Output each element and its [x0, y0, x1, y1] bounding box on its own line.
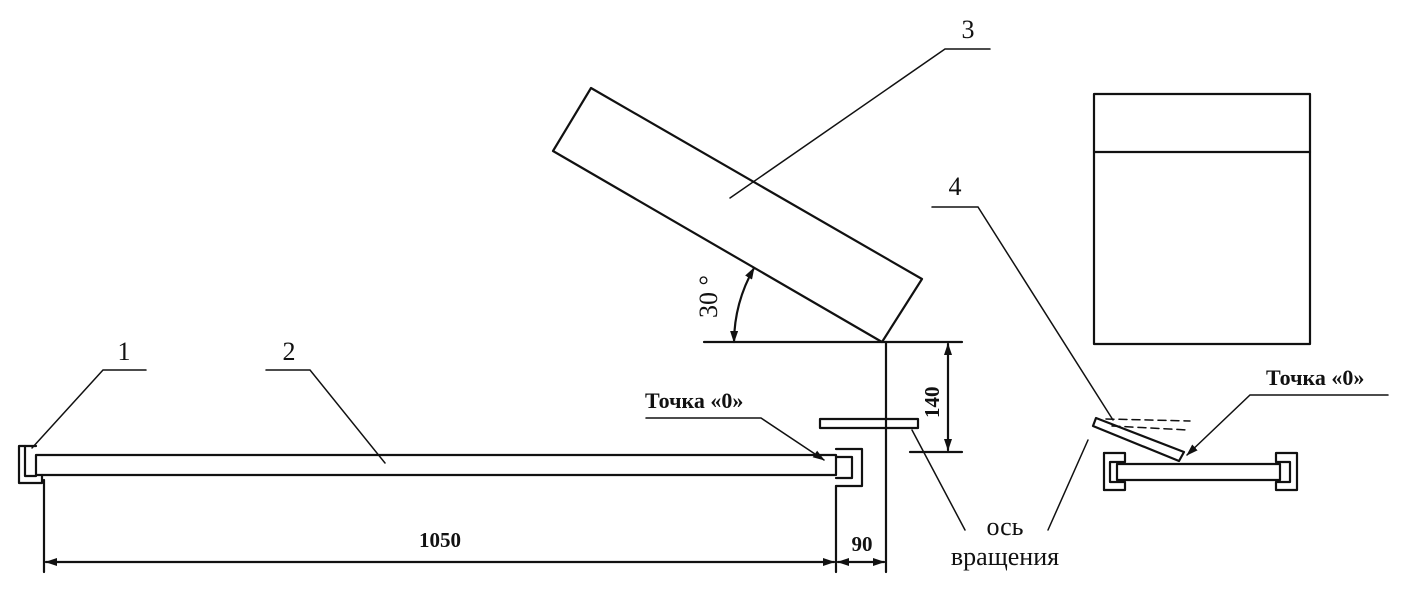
small-base-bar — [1115, 462, 1282, 482]
left-end-support-inner — [23, 444, 38, 478]
small-base-left-clamp — [1102, 451, 1127, 492]
right-assembly — [1091, 92, 1312, 492]
base-bar-assembly — [17, 444, 864, 488]
dimension-90-label: 90 — [852, 532, 873, 556]
axis-leader-left — [911, 429, 966, 531]
point-zero-right-leader — [1186, 394, 1389, 456]
rotation-plate — [818, 417, 920, 430]
callout-1-label: 1 — [118, 337, 131, 366]
axis-label-line2: вращения — [951, 542, 1059, 571]
tilted-block — [551, 86, 924, 344]
callout-3-leader — [729, 48, 991, 199]
small-base-right-clamp — [1274, 451, 1299, 492]
right-end-support — [834, 447, 864, 488]
lever-dashed-position-2 — [1111, 425, 1189, 431]
left-end-support — [17, 444, 44, 485]
right-end-support-inner — [834, 455, 854, 480]
callout-2-label: 2 — [283, 337, 296, 366]
dimension-140-label: 140 — [920, 387, 944, 419]
angle-arc — [730, 266, 756, 344]
callout-4-label: 4 — [949, 172, 962, 201]
upper-box — [1092, 92, 1312, 346]
axis-leader-right — [1047, 439, 1089, 531]
point-zero-left-leader — [645, 417, 825, 461]
base-bar — [34, 453, 838, 477]
callout-1-leader — [31, 369, 147, 449]
callout-3-label: 3 — [962, 15, 975, 44]
point-zero-left-label: Точка «0» — [645, 388, 743, 413]
callout-2-leader — [265, 369, 386, 464]
point-zero-right-label: Точка «0» — [1266, 365, 1364, 390]
lever-dashed-position — [1105, 418, 1191, 422]
callout-4-leader — [931, 206, 1114, 421]
lever-plate — [1091, 416, 1186, 463]
dimension-1050-label: 1050 — [419, 528, 461, 552]
axis-label-line1: ось — [986, 512, 1023, 541]
angle-label: 30 ° — [694, 275, 723, 318]
